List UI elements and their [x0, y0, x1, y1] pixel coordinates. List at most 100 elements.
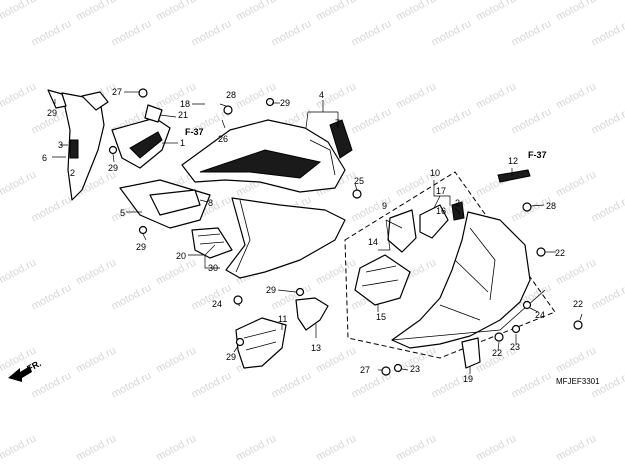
- callout-15: 15: [376, 312, 386, 322]
- watermark-text: motod.ru: [314, 433, 358, 464]
- diagram-code: MFJEF3301: [556, 377, 600, 386]
- watermark-text: motod.ru: [554, 345, 598, 376]
- watermark-text: motod.ru: [349, 18, 393, 49]
- ref-f37-left: F-37: [185, 127, 204, 137]
- bolt-23-a: [511, 324, 521, 334]
- cover-hatch-15: [361, 265, 399, 287]
- lower-cowl-edge: [235, 199, 251, 273]
- watermark-text: motod.ru: [234, 81, 278, 112]
- callout-5: 5: [120, 208, 125, 218]
- callout-2-b: 2: [455, 198, 460, 208]
- callout-27-b: 27: [360, 365, 370, 375]
- inner-liner-part-16: [419, 204, 449, 239]
- callout-22: 22: [555, 248, 565, 258]
- cover-hatch-11: [243, 329, 277, 351]
- watermark-text: motod.ru: [74, 0, 118, 24]
- watermark-text: motod.ru: [154, 0, 198, 24]
- bolt-22-a: [536, 247, 546, 257]
- bolt-22-b: [573, 320, 583, 330]
- watermark-text: motod.ru: [154, 433, 198, 464]
- callout-7: 7: [335, 118, 340, 128]
- watermark-text: motod.ru: [269, 18, 313, 49]
- grommet-part-3: [69, 139, 79, 159]
- watermark-text: motod.ru: [554, 257, 598, 288]
- watermark-text: motod.ru: [189, 370, 233, 401]
- watermark-text: motod.ru: [74, 433, 118, 464]
- cover-part-15: [354, 254, 411, 306]
- watermark-text: motod.ru: [314, 257, 358, 288]
- watermark-text: motod.ru: [509, 106, 553, 137]
- callout-29-f: 29: [226, 352, 236, 362]
- callout-29: 29: [47, 108, 57, 118]
- callout-1: 1: [180, 138, 185, 148]
- bolt-29-a: [108, 145, 118, 155]
- callout-labels: 29 3 6 2 27 21 1 29 18 28 26 29 4 7 25 5…: [42, 87, 583, 384]
- watermark-text: motod.ru: [474, 81, 518, 112]
- cowl-inner-bracket: [309, 139, 336, 176]
- watermark-text: motod.ru: [0, 81, 38, 112]
- callout-28: 28: [226, 90, 236, 100]
- top-stay-part: [81, 91, 109, 111]
- watermark-text: motod.ru: [29, 18, 73, 49]
- watermark-text: motod.ru: [109, 282, 153, 313]
- watermark-text: motod.ru: [29, 370, 73, 401]
- callout-24: 24: [212, 299, 222, 309]
- callout-12: 12: [508, 156, 518, 166]
- middle-cowl-group: [181, 119, 353, 193]
- stay-part-12: [497, 169, 531, 183]
- watermark-text: motod.ru: [74, 257, 118, 288]
- callout-21: 21: [178, 110, 188, 120]
- callout-10: 10: [430, 168, 440, 178]
- watermark-text: motod.ru: [589, 106, 625, 137]
- bolt-28-top: [223, 105, 233, 115]
- callout-11: 11: [278, 314, 287, 324]
- callout-28-b: 28: [546, 201, 556, 211]
- clip-part-21: [144, 104, 163, 123]
- watermark-text: motod.ru: [554, 81, 598, 112]
- watermark-text: motod.ru: [269, 370, 313, 401]
- leader-lines: [52, 91, 583, 374]
- decal-hatch-20: [197, 233, 225, 245]
- watermark-text: motod.ru: [74, 345, 118, 376]
- callout-29-b: 29: [108, 163, 118, 173]
- bolt-29-b: [138, 225, 148, 235]
- callout-2: 2: [70, 168, 75, 178]
- callout-27: 27: [112, 87, 122, 97]
- callout-25: 25: [354, 176, 364, 186]
- callout-18: 18: [180, 99, 190, 109]
- side-bracket-group: [119, 179, 211, 229]
- watermark-text: motod.ru: [109, 18, 153, 49]
- callout-29-d: 29: [136, 242, 146, 252]
- watermark-text: motod.ru: [109, 370, 153, 401]
- bolt-22-c: [494, 332, 504, 342]
- watermark-text: motod.ru: [394, 433, 438, 464]
- watermark-text: motod.ru: [394, 81, 438, 112]
- inner-cover-dark-part-1: [129, 131, 163, 159]
- watermark-text: motod.ru: [554, 0, 598, 24]
- inner-panel-part-6: [61, 92, 105, 201]
- callout-17: 17: [436, 186, 446, 196]
- lower-panel-ribs: [439, 227, 496, 321]
- lower-panel-part-10: [391, 211, 531, 349]
- callout-22-b: 22: [573, 299, 583, 309]
- watermark-text: motod.ru: [554, 169, 598, 200]
- watermark-text: motod.ru: [589, 282, 625, 313]
- watermark-text: motod.ru: [589, 194, 625, 225]
- bolt-23-b: [393, 363, 403, 373]
- watermark-text: motod.ru: [589, 18, 625, 49]
- callout-22-c: 22: [492, 348, 502, 358]
- callout-8: 8: [208, 198, 213, 208]
- callout-13: 13: [311, 343, 321, 353]
- watermark-text: motod.ru: [189, 18, 233, 49]
- callout-20: 20: [176, 251, 186, 261]
- callout-24-b: 24: [535, 310, 545, 320]
- clip-27-bottom: [381, 366, 391, 376]
- callout-29-c: 29: [280, 98, 290, 108]
- watermark-text: motod.ru: [394, 0, 438, 24]
- left-inner-panel-group: [47, 89, 109, 201]
- lower-left-small-parts: [235, 297, 329, 369]
- watermark-text: motod.ru: [154, 81, 198, 112]
- middle-cowl-stripe: [199, 149, 322, 179]
- watermark-text: motod.ru: [429, 18, 473, 49]
- watermark-text: motod.ru: [0, 433, 38, 464]
